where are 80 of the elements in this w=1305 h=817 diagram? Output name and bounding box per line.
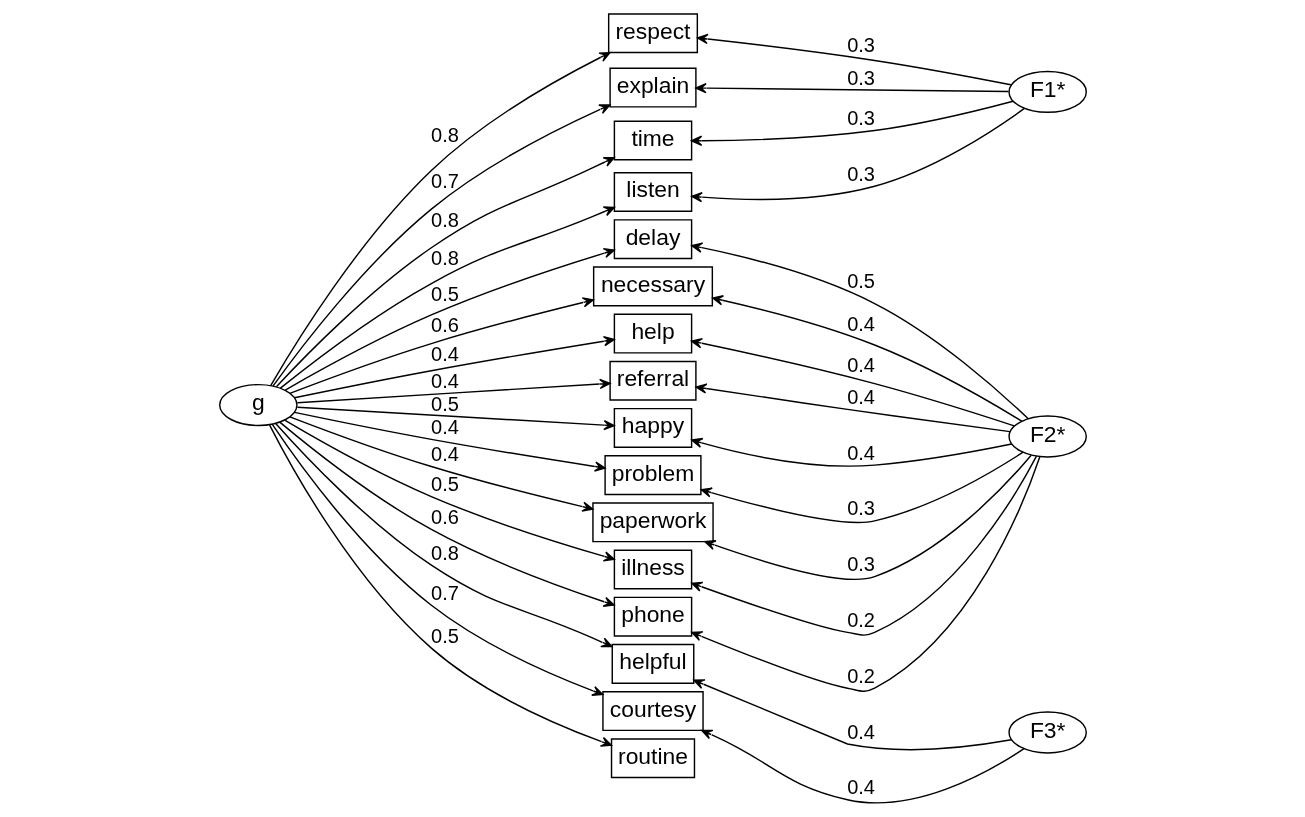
arrow <box>690 455 1041 692</box>
edge-label: 0.7 <box>430 581 459 604</box>
edge-label: 0.4 <box>430 370 459 393</box>
arrow <box>288 416 593 512</box>
node-ellipse: g <box>218 383 298 427</box>
node-box: phone <box>613 596 692 637</box>
arrow <box>692 679 1012 751</box>
edge-label: 0.3 <box>846 162 875 185</box>
arrow <box>296 378 611 404</box>
arrow <box>293 411 606 472</box>
edge-label: 0.4 <box>430 415 459 438</box>
arrow <box>293 335 615 399</box>
edge-label: 0.8 <box>430 247 459 270</box>
edge-label: 0.5 <box>430 393 459 416</box>
node-box: necessary <box>592 266 713 307</box>
edge-label: 0.4 <box>846 312 875 335</box>
edge-label: 0.7 <box>430 169 459 192</box>
edge-label: 0.8 <box>430 124 459 147</box>
edge-label: 0.2 <box>846 664 875 687</box>
edge-label: 0.4 <box>846 720 875 743</box>
edge-label: 0.3 <box>846 67 875 90</box>
edge-label: 0.5 <box>430 282 459 305</box>
arrow <box>694 82 1009 94</box>
edge-label: 0.8 <box>430 208 459 231</box>
arrow <box>278 421 615 607</box>
node-box: help <box>613 313 692 354</box>
node-box: happy <box>613 407 692 448</box>
arrow <box>690 437 1012 467</box>
node-ellipse: F1* <box>1007 70 1087 114</box>
node-box: helpful <box>611 643 694 684</box>
arrow <box>690 100 1014 146</box>
node-box: delay <box>613 219 692 260</box>
edge-label: 0.4 <box>430 443 459 466</box>
edge-label: 0.6 <box>430 314 459 337</box>
arrow <box>283 419 615 562</box>
edge-label: 0.4 <box>430 343 459 366</box>
arrow <box>271 104 611 387</box>
arrow <box>700 451 1024 524</box>
node-box: listen <box>613 171 692 212</box>
edge-label: 0.2 <box>846 608 875 631</box>
edge-label: 0.8 <box>430 541 459 564</box>
edge-label: 0.4 <box>846 385 875 408</box>
node-box: explain <box>608 67 697 108</box>
edge-label: 0.6 <box>430 506 459 529</box>
node-ellipse: F3* <box>1007 711 1087 754</box>
edge-label: 0.5 <box>430 624 459 647</box>
node-box: problem <box>603 455 702 496</box>
edge-label: 0.5 <box>846 270 875 293</box>
node-box: time <box>613 120 692 161</box>
node-box: courtesy <box>601 691 704 732</box>
arrow <box>279 206 615 389</box>
arrow <box>690 107 1025 203</box>
edge-label: 0.4 <box>846 354 875 377</box>
arrow <box>275 156 615 388</box>
arrow <box>284 248 615 391</box>
node-box: routine <box>610 738 695 779</box>
arrow <box>269 51 611 387</box>
edge-label: 0.5 <box>430 473 459 496</box>
arrow <box>690 338 1015 427</box>
arrow <box>271 423 603 696</box>
node-box: referral <box>608 360 697 401</box>
arrow <box>695 383 1011 433</box>
node-box: respect <box>607 13 698 54</box>
arrow <box>700 729 1025 804</box>
arrow <box>711 295 1023 423</box>
edge-label: 0.3 <box>846 497 875 520</box>
node-box: paperwork <box>591 502 714 543</box>
arrow <box>690 455 1037 636</box>
arrow <box>696 33 1012 86</box>
edge-label: 0.3 <box>846 553 875 576</box>
arrow <box>690 242 1029 420</box>
edge-label: 0.3 <box>846 34 875 57</box>
arrow <box>288 297 594 395</box>
arrow <box>296 406 615 431</box>
node-box: illness <box>613 549 692 590</box>
edge-label: 0.3 <box>846 107 875 130</box>
node-ellipse: F2* <box>1007 415 1087 458</box>
edge-label: 0.4 <box>846 776 875 799</box>
arrow <box>703 454 1032 580</box>
edge-label: 0.4 <box>846 441 875 464</box>
